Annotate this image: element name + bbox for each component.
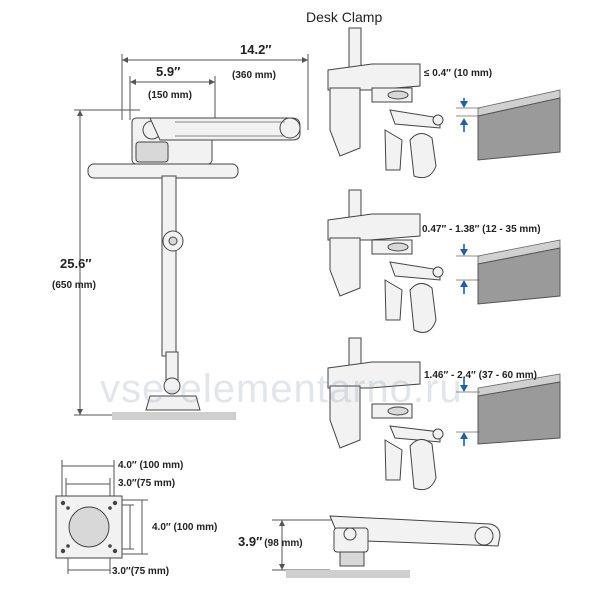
base-side-view — [272, 515, 501, 578]
clamp-detail-thin — [327, 27, 561, 179]
clamp-detail-medium — [327, 189, 561, 333]
vesa-height-small: 3.0″(75 mm) — [112, 566, 169, 577]
arm-inner-imperial: 5.9″ — [156, 64, 180, 79]
clamp-range-1: ≤ 0.4″ (10 mm) — [424, 68, 492, 79]
watermark: vse-elementarno.ru — [100, 367, 463, 411]
arm-width-metric: (360 mm) — [232, 70, 276, 81]
arm-side-view — [74, 54, 309, 420]
base-height-imperial: 3.9″ — [238, 534, 262, 549]
diagram-title: Desk Clamp — [306, 9, 382, 25]
pole-height-imperial: 25.6″ — [60, 256, 92, 271]
arm-width-imperial: 14.2″ — [240, 42, 272, 57]
clamp-range-3: 1.46″ - 2.4″ (37 - 60 mm) — [424, 370, 537, 381]
arm-inner-metric: (150 mm) — [148, 90, 192, 101]
clamp-detail-thick — [327, 337, 561, 491]
base-height-metric: (98 mm) — [264, 538, 302, 549]
vesa-width-large: 4.0″ (100 mm) — [118, 460, 183, 471]
vesa-width-small: 3.0″(75 mm) — [118, 478, 175, 489]
vesa-plate — [55, 460, 148, 574]
vesa-height-large: 4.0″ (100 mm) — [152, 522, 217, 533]
pole-height-metric: (650 mm) — [52, 280, 96, 291]
clamp-range-2: 0.47″ - 1.38″ (12 - 35 mm) — [422, 224, 541, 235]
